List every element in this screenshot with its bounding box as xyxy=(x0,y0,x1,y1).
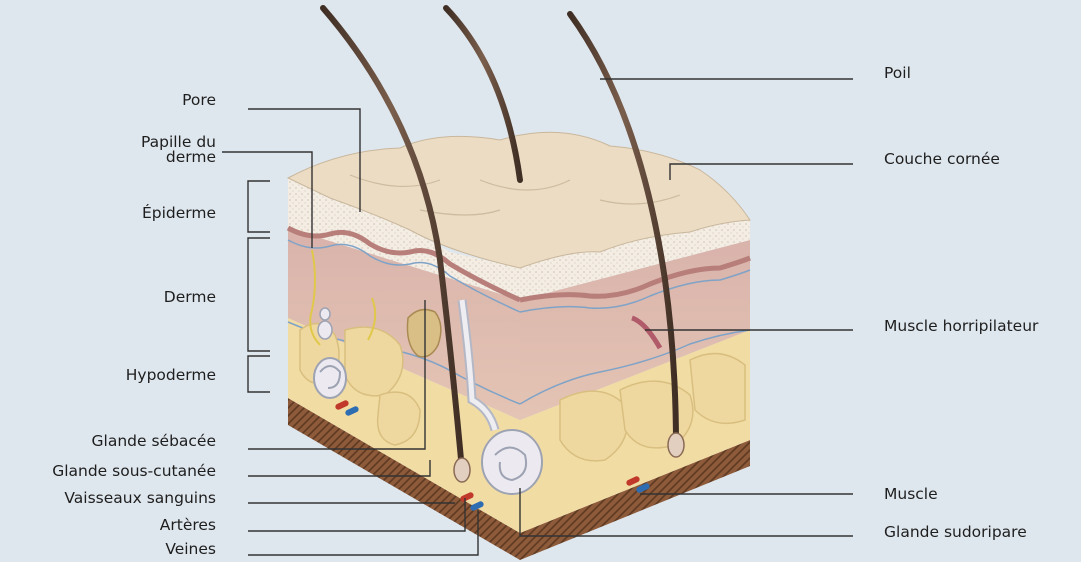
label-pore: Pore xyxy=(182,93,216,108)
label-glande-sous-cutanee: Glande sous-cutanée xyxy=(52,464,216,479)
label-vaisseaux-sanguins: Vaisseaux sanguins xyxy=(64,491,216,506)
label-papille-line2: derme xyxy=(166,150,216,165)
label-arteres: Artères xyxy=(160,518,216,533)
label-glande-sudoripare: Glande sudoripare xyxy=(884,525,1027,540)
label-epiderme: Épiderme xyxy=(142,206,216,221)
label-muscle-horripilateur: Muscle horripilateur xyxy=(884,319,1038,334)
label-couche-cornee: Couche cornée xyxy=(884,152,1000,167)
sebaceous-gland xyxy=(407,310,440,357)
label-veines: Veines xyxy=(165,542,216,557)
label-hypoderme: Hypoderme xyxy=(126,368,216,383)
label-glande-sebacee: Glande sébacée xyxy=(92,434,216,449)
label-derme: Derme xyxy=(164,290,216,305)
label-muscle: Muscle xyxy=(884,487,938,502)
label-poil: Poil xyxy=(884,66,911,81)
